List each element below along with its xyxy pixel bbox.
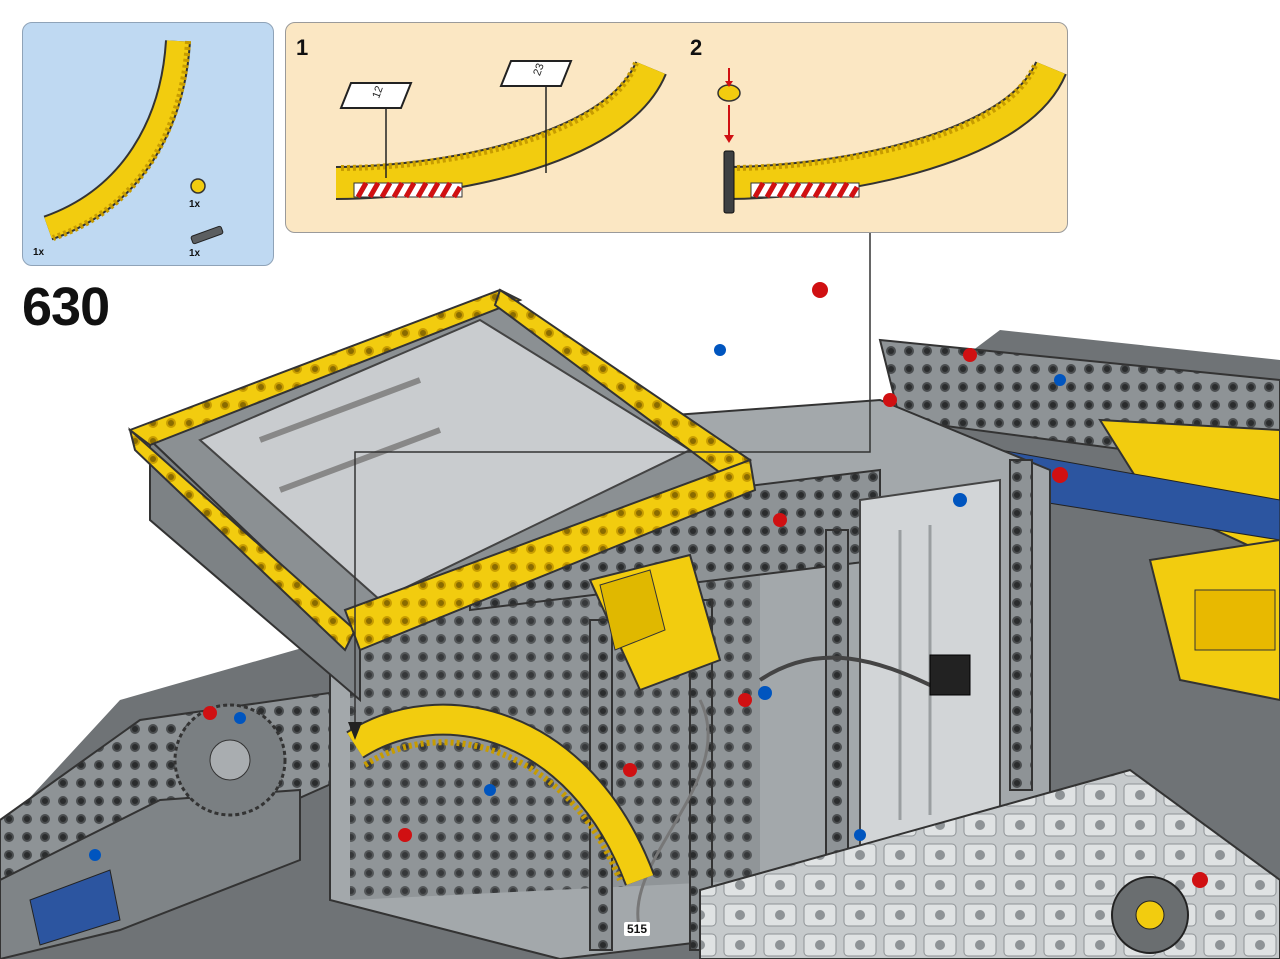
cable xyxy=(758,655,941,692)
connector xyxy=(929,654,971,696)
curved-gear-rack-installed xyxy=(346,703,655,886)
substep-box: 1 2 12 23 xyxy=(285,22,1068,233)
part-curved-gear-rack xyxy=(43,40,224,245)
qty-label: 1x xyxy=(189,248,201,259)
part-bush xyxy=(190,178,206,194)
qty-label: 1x xyxy=(189,199,201,210)
pins xyxy=(89,282,1208,888)
substep2-gear-rack xyxy=(717,60,1067,214)
page-number: 515 xyxy=(624,922,651,936)
substep-number: 1 xyxy=(296,35,309,60)
sticker-label: 12 xyxy=(370,84,385,100)
substep1-gear-rack xyxy=(335,60,667,200)
callout-arrow xyxy=(348,722,362,740)
cable xyxy=(636,699,710,931)
step-number: 630 xyxy=(22,277,110,337)
tread-bottom-right xyxy=(699,768,1280,959)
sticker-callout-12 xyxy=(339,82,413,178)
parts-list-box: 1x 1x 1x xyxy=(22,22,274,266)
qty-label: 1x xyxy=(33,247,45,258)
hopper xyxy=(127,288,757,703)
yellow-motor xyxy=(588,553,722,692)
sticker-callout-23 xyxy=(499,60,573,173)
substep-number: 2 xyxy=(690,35,703,60)
callout-line xyxy=(354,233,871,728)
gear xyxy=(209,739,251,781)
substep-illustrations: 12 23 xyxy=(335,60,1067,214)
vertical-beam xyxy=(1009,459,1033,791)
sticker-label: 23 xyxy=(531,62,546,78)
part-axle-pin xyxy=(190,225,224,245)
